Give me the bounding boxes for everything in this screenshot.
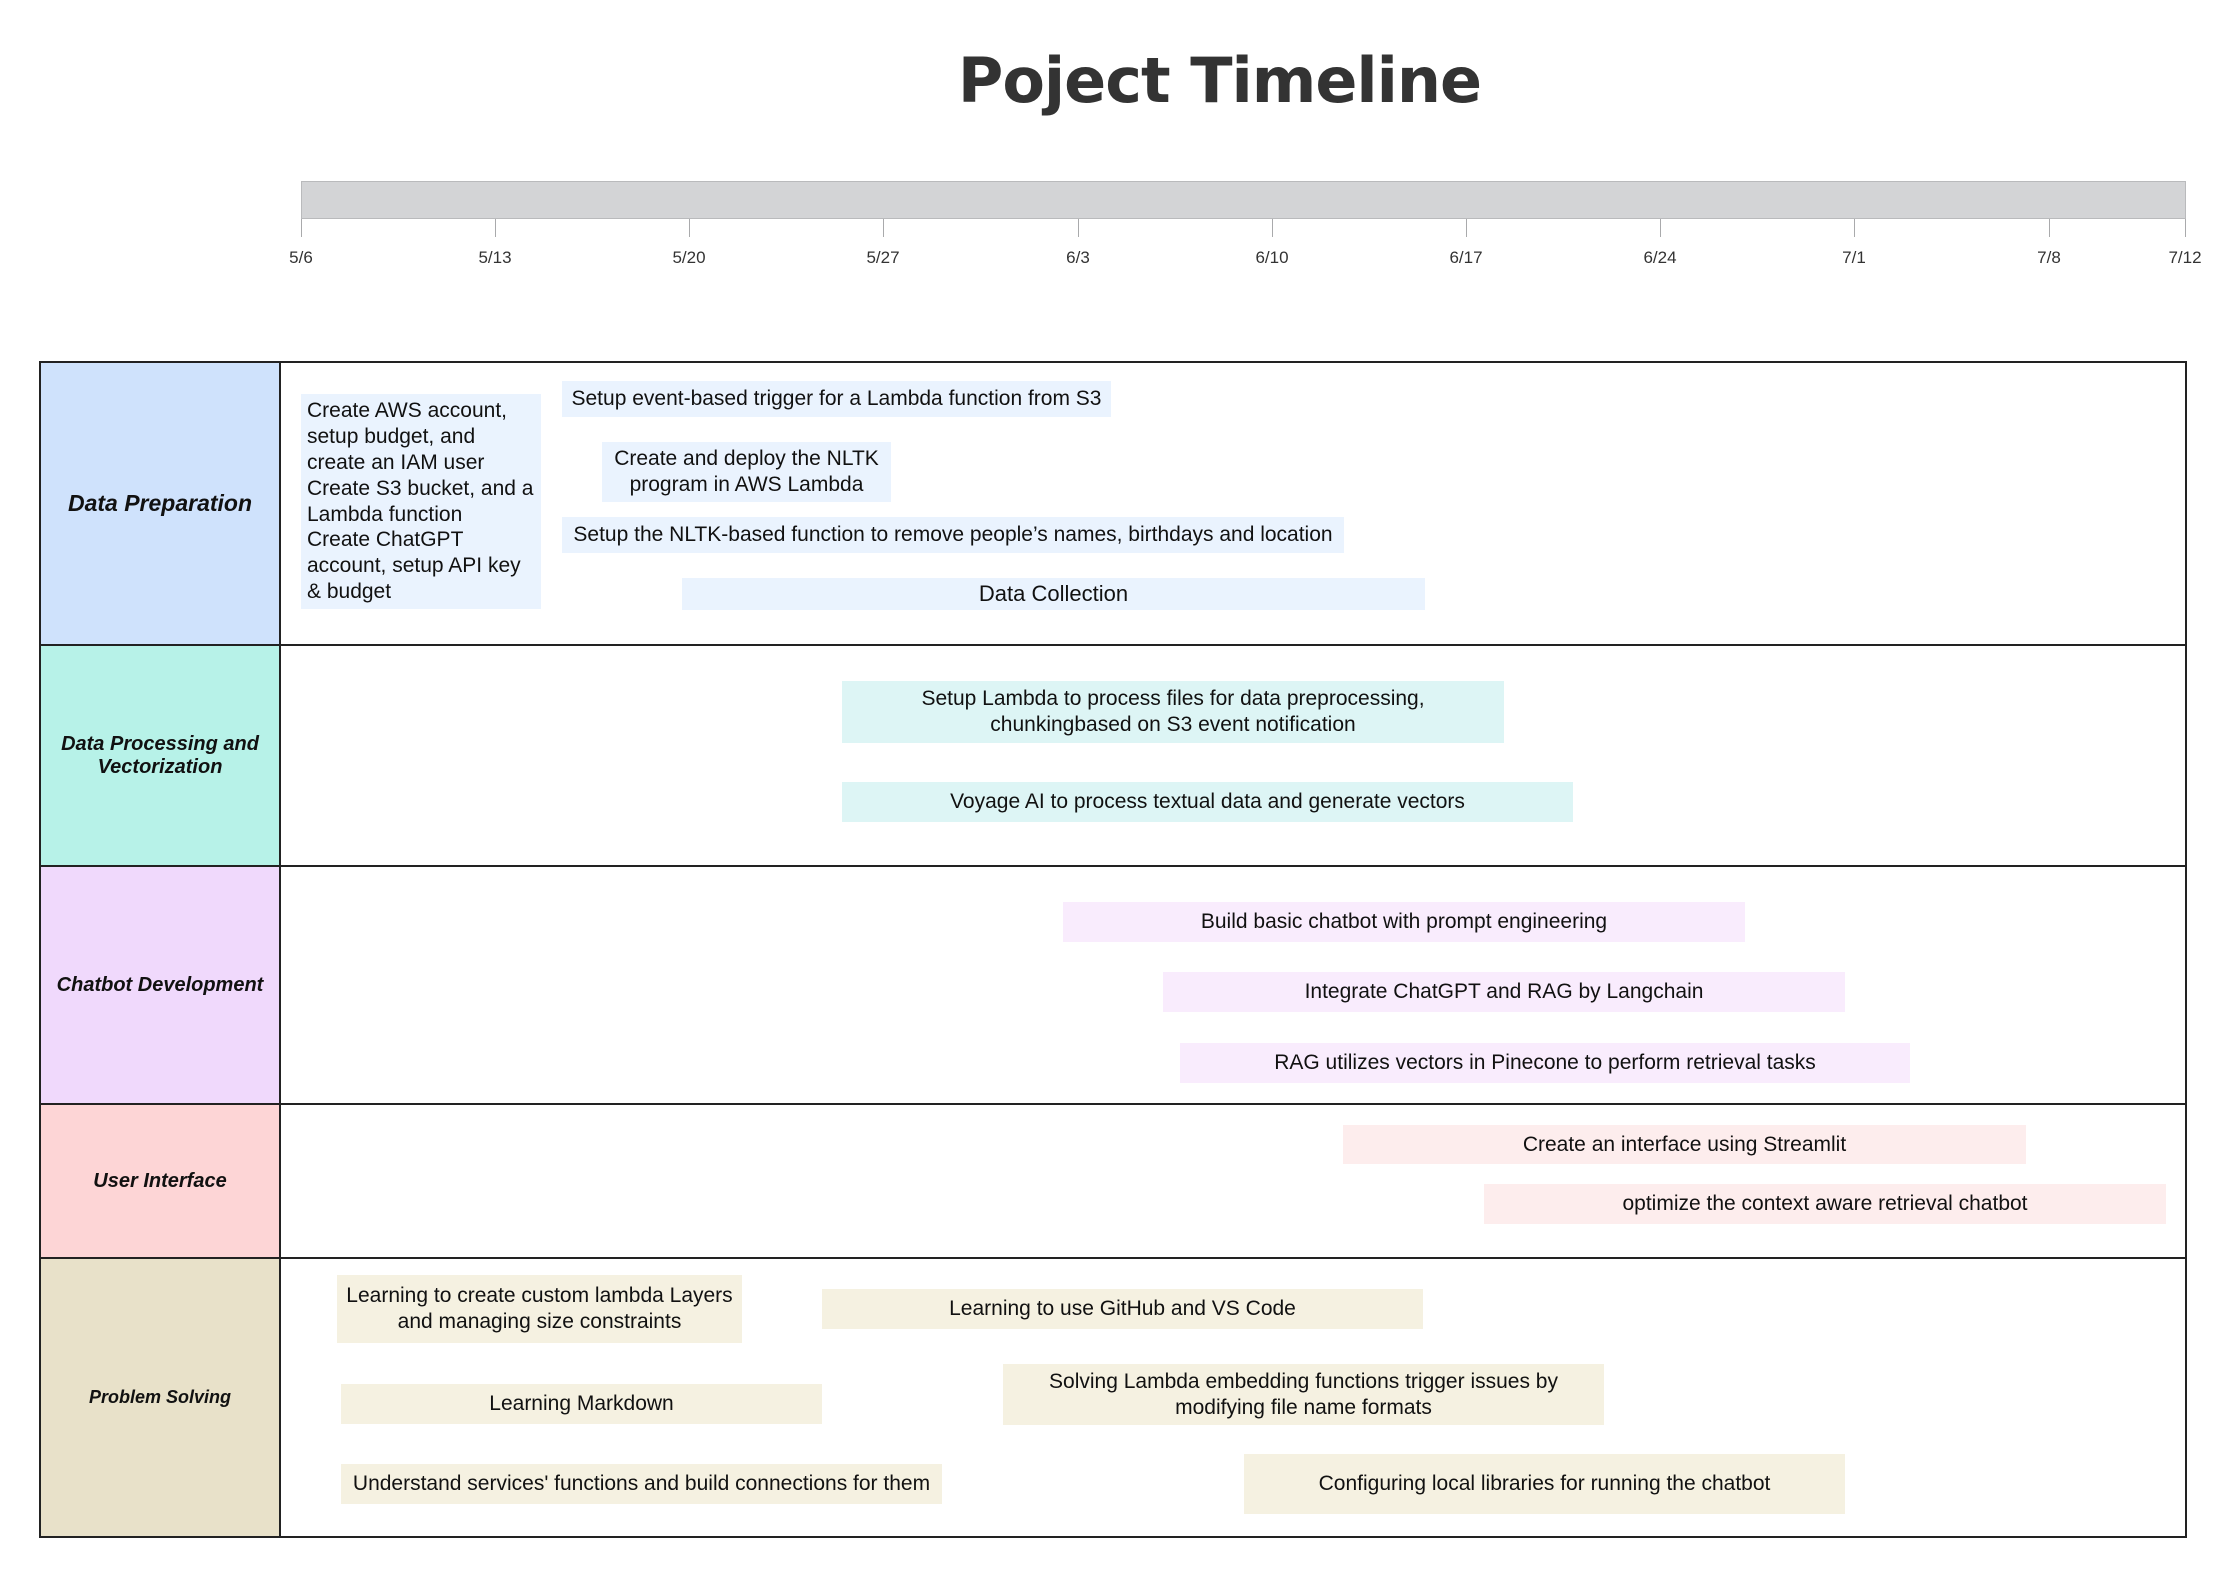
task-bar: Create an interface using Streamlit xyxy=(1343,1125,2026,1164)
lane-divider xyxy=(39,865,2187,867)
task-bar: Build basic chatbot with prompt engineer… xyxy=(1063,902,1745,942)
axis-tick-label: 6/24 xyxy=(1643,248,1677,267)
axis-tick xyxy=(495,219,496,237)
swimlane-table xyxy=(39,361,2187,1538)
task-bar: Create and deploy the NLTK program in AW… xyxy=(602,442,891,502)
axis-tick-label: 7/1 xyxy=(1842,248,1866,267)
lane-label-text: Data Processing and Vectorization xyxy=(61,732,259,778)
task-bar: Setup the NLTK-based function to remove … xyxy=(562,517,1344,553)
axis-tick-label: 7/8 xyxy=(2037,248,2061,267)
lane-divider xyxy=(39,1103,2187,1105)
task-bar: Learning to use GitHub and VS Code xyxy=(822,1289,1423,1329)
axis-tick xyxy=(1272,219,1273,237)
task-bar: Data Collection xyxy=(682,578,1425,610)
axis-tick xyxy=(1078,219,1079,237)
timeline-axis-bar xyxy=(301,181,2186,219)
lane-divider xyxy=(39,1257,2187,1259)
lane-label-user-interface: User Interface xyxy=(39,1104,281,1258)
task-bar: Learning to create custom lambda Layers … xyxy=(337,1275,742,1343)
axis-tick-label: 5/20 xyxy=(672,248,706,267)
task-bar: optimize the context aware retrieval cha… xyxy=(1484,1184,2166,1224)
axis-tick-label: 6/10 xyxy=(1255,248,1289,267)
lane-label-problem-solving: Problem Solving xyxy=(39,1258,281,1537)
lane-label-data-preparation: Data Preparation xyxy=(39,362,281,645)
lane-label-text: Problem Solving xyxy=(88,1387,232,1407)
axis-tick xyxy=(689,219,690,237)
axis-tick-label: 7/12 xyxy=(2168,248,2202,267)
axis-tick xyxy=(883,219,884,237)
axis-tick-label: 5/13 xyxy=(478,248,512,267)
axis-tick xyxy=(1466,219,1467,237)
task-bar: Learning Markdown xyxy=(341,1384,822,1424)
axis-tick xyxy=(2185,219,2186,237)
task-bar: Setup event-based trigger for a Lambda f… xyxy=(562,381,1111,417)
task-bar: Configuring local libraries for running … xyxy=(1244,1454,1845,1514)
lane-label-text: User Interface xyxy=(93,1169,227,1192)
task-bar: Setup Lambda to process files for data p… xyxy=(842,681,1504,743)
axis-tick xyxy=(301,219,302,237)
task-bar: RAG utilizes vectors in Pinecone to perf… xyxy=(1180,1043,1910,1083)
axis-tick-label: 6/17 xyxy=(1449,248,1483,267)
axis-tick-label: 5/27 xyxy=(866,248,900,267)
axis-tick-label: 5/6 xyxy=(289,248,313,267)
lane-divider xyxy=(39,644,2187,646)
axis-tick xyxy=(1854,219,1855,237)
task-bar: Solving Lambda embedding functions trigg… xyxy=(1003,1364,1604,1425)
axis-tick xyxy=(1660,219,1661,237)
axis-tick xyxy=(2049,219,2050,237)
task-bar: Understand services' functions and build… xyxy=(341,1464,942,1504)
lane-label-chatbot-development: Chatbot Development xyxy=(39,866,281,1104)
task-bar: Create AWS account, setup budget, and cr… xyxy=(301,394,541,609)
lane-label-text: Chatbot Development xyxy=(56,973,264,996)
axis-tick-label: 6/3 xyxy=(1066,248,1090,267)
page-title: Poject Timeline xyxy=(957,44,1482,117)
task-bar: Voyage AI to process textual data and ge… xyxy=(842,782,1573,822)
task-bar: Integrate ChatGPT and RAG by Langchain xyxy=(1163,972,1845,1012)
lane-label-data-processing: Data Processing and Vectorization xyxy=(39,645,281,866)
lane-column-divider xyxy=(279,361,281,1538)
lane-label-text: Data Preparation xyxy=(67,490,253,516)
